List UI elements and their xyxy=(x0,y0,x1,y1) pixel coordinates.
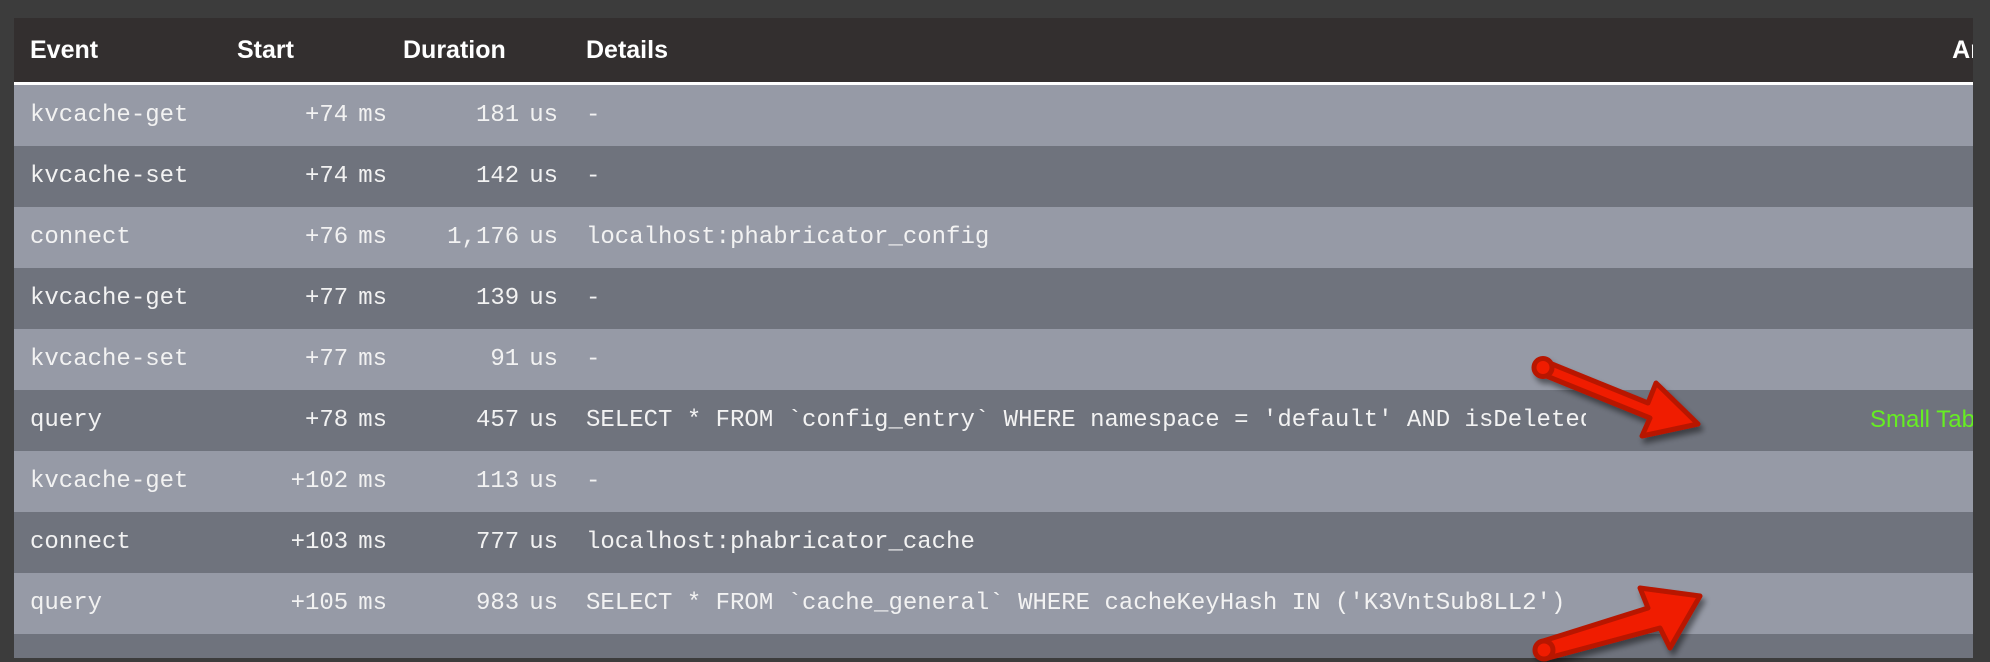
profiler-table: Event Start Duration Details Analysis kv… xyxy=(14,18,1973,658)
cell-event: connect xyxy=(30,529,131,556)
cell-analysis xyxy=(1586,634,1973,658)
cell-event: kvcache-get xyxy=(30,285,189,312)
table-header: Event Start Duration Details Analysis xyxy=(14,18,1973,85)
profiler-table-container: Event Start Duration Details Analysis kv… xyxy=(14,18,1973,658)
cell-details: localhost:phabricator_config xyxy=(586,224,990,251)
cell-start xyxy=(215,634,387,658)
column-header-analysis[interactable]: Analysis xyxy=(1586,18,1973,85)
table-row[interactable] xyxy=(14,634,1973,658)
cell-details: SELECT * FROM `cache_general` WHERE cach… xyxy=(586,590,1566,617)
column-header-duration[interactable]: Duration xyxy=(387,18,558,85)
cell-details: - xyxy=(586,468,601,495)
cell-duration xyxy=(387,634,558,658)
cell-details: - xyxy=(586,346,601,373)
cell-event: query xyxy=(30,407,103,434)
cell-analysis xyxy=(1586,451,1973,512)
cell-details: - xyxy=(586,285,601,312)
cell-event: kvcache-set xyxy=(30,163,189,190)
cell-analysis xyxy=(1586,84,1973,147)
cell-analysis: Const xyxy=(1586,573,1973,634)
cell-analysis xyxy=(1586,268,1973,329)
column-header-event[interactable]: Event xyxy=(14,18,215,85)
cell-details: localhost:phabricator_cache xyxy=(586,529,975,556)
cell-details: - xyxy=(586,102,601,129)
cell-event xyxy=(14,634,215,658)
cell-analysis xyxy=(1586,207,1973,268)
analysis-label[interactable]: Small Table Scan xyxy=(1870,406,1973,433)
cell-details xyxy=(558,634,1586,658)
cell-analysis xyxy=(1586,146,1973,207)
cell-analysis xyxy=(1586,329,1973,390)
cell-event: query xyxy=(30,590,103,617)
cell-event: kvcache-set xyxy=(30,346,189,373)
cell-event: kvcache-get xyxy=(30,102,189,129)
cell-details: SELECT * FROM `config_entry` WHERE names… xyxy=(586,407,1586,434)
column-header-details[interactable]: Details xyxy=(558,18,1586,85)
cell-event: connect xyxy=(30,224,131,251)
cell-analysis xyxy=(1586,512,1973,573)
column-header-start[interactable]: Start xyxy=(215,18,387,85)
cell-details: - xyxy=(586,163,601,190)
cell-event: kvcache-get xyxy=(30,468,189,495)
table-header-row: Event Start Duration Details Analysis xyxy=(14,18,1973,85)
cell-analysis: Small Table Scan xyxy=(1586,390,1973,451)
